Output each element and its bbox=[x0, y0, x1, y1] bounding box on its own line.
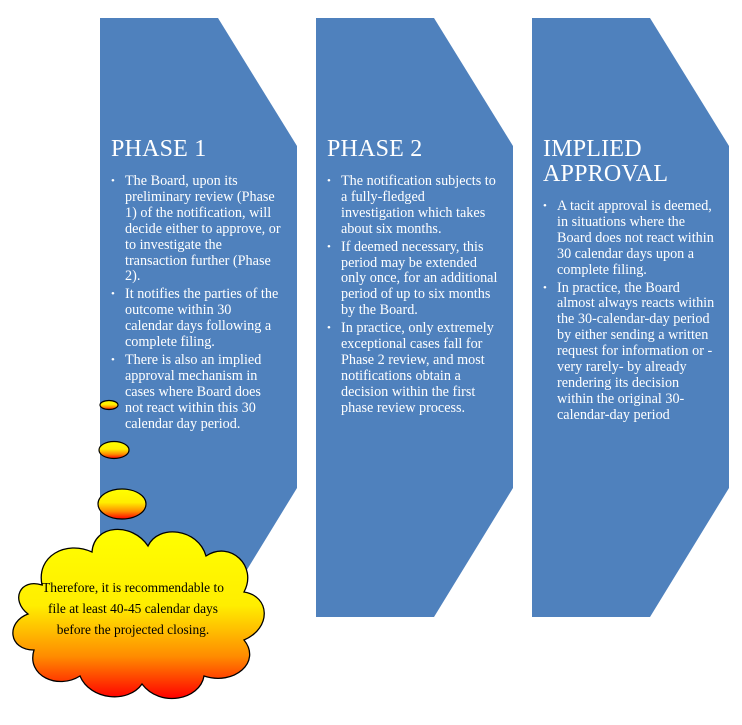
implied-approval-panel: IMPLIED APPROVAL •A tacit approval is de… bbox=[543, 137, 715, 426]
thought-bubble-large bbox=[97, 488, 147, 520]
phase-2-bullet: •If deemed necessary, this period may be… bbox=[327, 238, 498, 319]
phase-2-bullet: •In practice, only extremely exceptional… bbox=[327, 320, 494, 416]
callout-cloud bbox=[12, 528, 265, 700]
bullet-icon: • bbox=[111, 353, 115, 366]
phase-1-bullet: •There is also an implied approval mecha… bbox=[111, 351, 262, 432]
implied-approval-bullets: •A tacit approval is deemed, in situatio… bbox=[543, 198, 715, 424]
implied-approval-bullet: •In practice, the Board almost always re… bbox=[543, 279, 715, 423]
callout-text: Therefore, it is recommendable to file a… bbox=[42, 580, 224, 637]
bullet-icon: • bbox=[327, 240, 331, 253]
phase-2-chevron bbox=[316, 18, 513, 617]
implied-approval-bullet: •A tacit approval is deemed, in situatio… bbox=[543, 198, 714, 278]
implied-approval-chevron bbox=[532, 18, 729, 617]
bullet-icon: • bbox=[327, 322, 331, 335]
phase-2-panel: PHASE 2 •The notification subjects to a … bbox=[327, 137, 499, 419]
bullet-icon: • bbox=[543, 281, 547, 294]
phase-1-title: PHASE 1 bbox=[111, 136, 207, 162]
implied-approval-title: IMPLIED APPROVAL bbox=[543, 136, 669, 187]
phase-1-bullet: •The Board, upon its preliminary review … bbox=[111, 173, 281, 285]
phase-2-bullets: •The notification subjects to a fully-fl… bbox=[327, 173, 499, 417]
phase-1-panel: PHASE 1 •The Board, upon its preliminary… bbox=[111, 137, 281, 435]
thought-bubble-small bbox=[99, 399, 119, 411]
phase-2-title: PHASE 2 bbox=[327, 136, 423, 162]
thought-bubble-medium bbox=[98, 440, 130, 460]
bullet-icon: • bbox=[543, 200, 547, 212]
phase-1-bullet: •It notifies the parties of the outcome … bbox=[111, 286, 279, 351]
bullet-icon: • bbox=[111, 175, 115, 187]
phase-2-bullet: •The notification subjects to a fully-fl… bbox=[327, 173, 496, 237]
phase-1-chevron bbox=[100, 18, 297, 617]
phase-1-bullets: •The Board, upon its preliminary review … bbox=[111, 173, 281, 433]
bullet-icon: • bbox=[327, 175, 331, 187]
bullet-icon: • bbox=[111, 288, 115, 301]
